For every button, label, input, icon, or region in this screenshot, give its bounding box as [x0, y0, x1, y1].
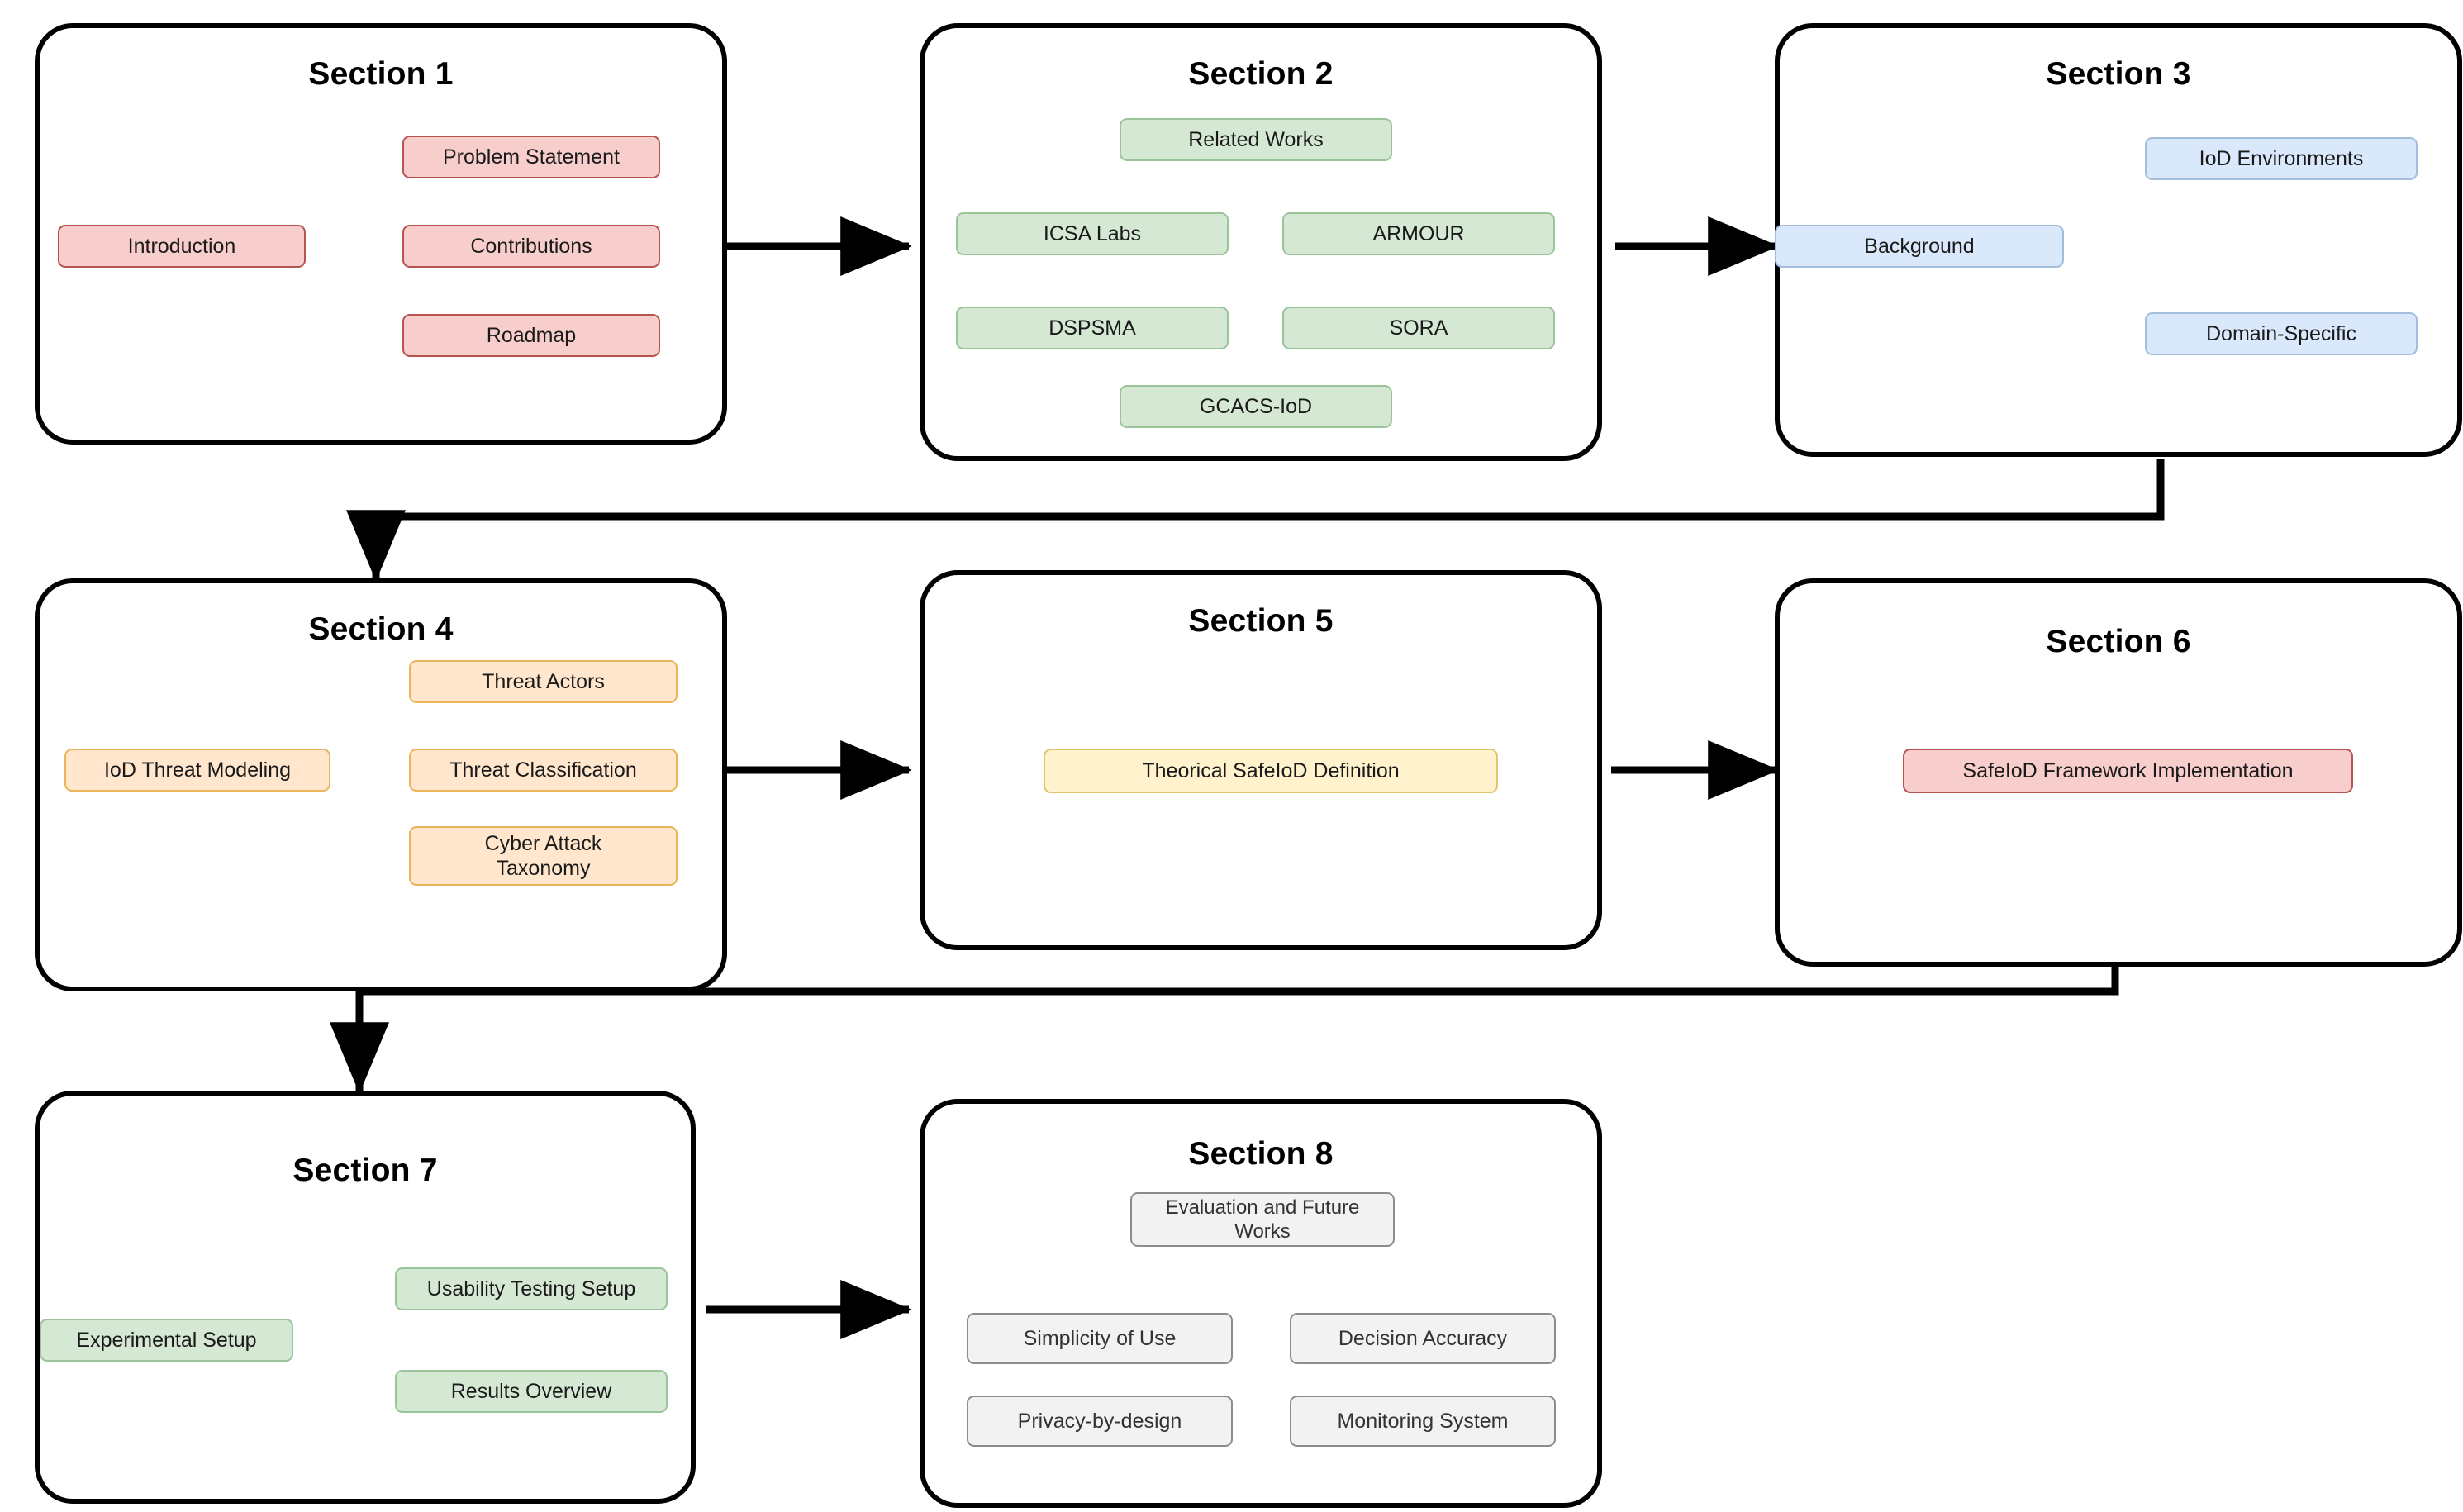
node-usability-testing-setup[interactable]: Usability Testing Setup: [395, 1267, 668, 1310]
node-monitoring-system[interactable]: Monitoring System: [1290, 1396, 1556, 1447]
node-evaluation-line1: Evaluation and Future: [1165, 1196, 1360, 1219]
section-title-7: Section 7: [292, 1153, 438, 1188]
section-title-1: Section 1: [308, 56, 454, 92]
node-roadmap[interactable]: Roadmap: [402, 314, 660, 357]
node-domain-specific[interactable]: Domain-Specific: [2145, 312, 2418, 355]
node-decision-accuracy[interactable]: Decision Accuracy: [1290, 1313, 1556, 1364]
node-theorical-safeiod-definition[interactable]: Theorical SafeIoD Definition: [1044, 749, 1498, 793]
node-sora[interactable]: SORA: [1282, 307, 1555, 349]
node-evaluation-and-future-works[interactable]: Evaluation and Future Works: [1130, 1192, 1395, 1247]
node-privacy-by-design[interactable]: Privacy-by-design: [967, 1396, 1233, 1447]
node-cyber-attack-taxonomy-line2: Taxonomy: [496, 857, 591, 880]
node-cyber-attack-taxonomy-line1: Cyber Attack: [484, 831, 602, 855]
node-contributions[interactable]: Contributions: [402, 225, 660, 268]
node-results-overview[interactable]: Results Overview: [395, 1370, 668, 1413]
node-introduction[interactable]: Introduction: [58, 225, 306, 268]
connector-s3-s4: [346, 459, 2165, 582]
node-gcacs-iod[interactable]: GCACS-IoD: [1120, 385, 1392, 428]
node-safeiod-framework-implementation[interactable]: SafeIoD Framework Implementation: [1903, 749, 2353, 793]
section-title-2: Section 2: [1188, 56, 1334, 92]
section-title-3: Section 3: [2046, 56, 2191, 92]
node-related-works[interactable]: Related Works: [1120, 118, 1392, 161]
node-problem-statement[interactable]: Problem Statement: [402, 136, 660, 178]
section-title-8: Section 8: [1188, 1136, 1334, 1172]
node-dspsma[interactable]: DSPSMA: [956, 307, 1229, 349]
section-title-4: Section 4: [308, 611, 454, 647]
node-simplicity-of-use[interactable]: Simplicity of Use: [967, 1313, 1233, 1364]
node-iod-environments[interactable]: IoD Environments: [2145, 137, 2418, 180]
section-title-5: Section 5: [1188, 603, 1334, 639]
node-threat-classification[interactable]: Threat Classification: [409, 749, 678, 792]
node-experimental-setup[interactable]: Experimental Setup: [40, 1319, 293, 1362]
node-evaluation-line2: Works: [1234, 1220, 1291, 1243]
node-cyber-attack-taxonomy[interactable]: Cyber Attack Taxonomy: [409, 826, 678, 886]
node-iod-threat-modeling[interactable]: IoD Threat Modeling: [64, 749, 330, 792]
section-title-6: Section 6: [2046, 624, 2191, 659]
node-icsa-labs[interactable]: ICSA Labs: [956, 212, 1229, 255]
node-threat-actors[interactable]: Threat Actors: [409, 660, 678, 703]
node-armour[interactable]: ARMOUR: [1282, 212, 1555, 255]
node-background[interactable]: Background: [1775, 225, 2064, 268]
